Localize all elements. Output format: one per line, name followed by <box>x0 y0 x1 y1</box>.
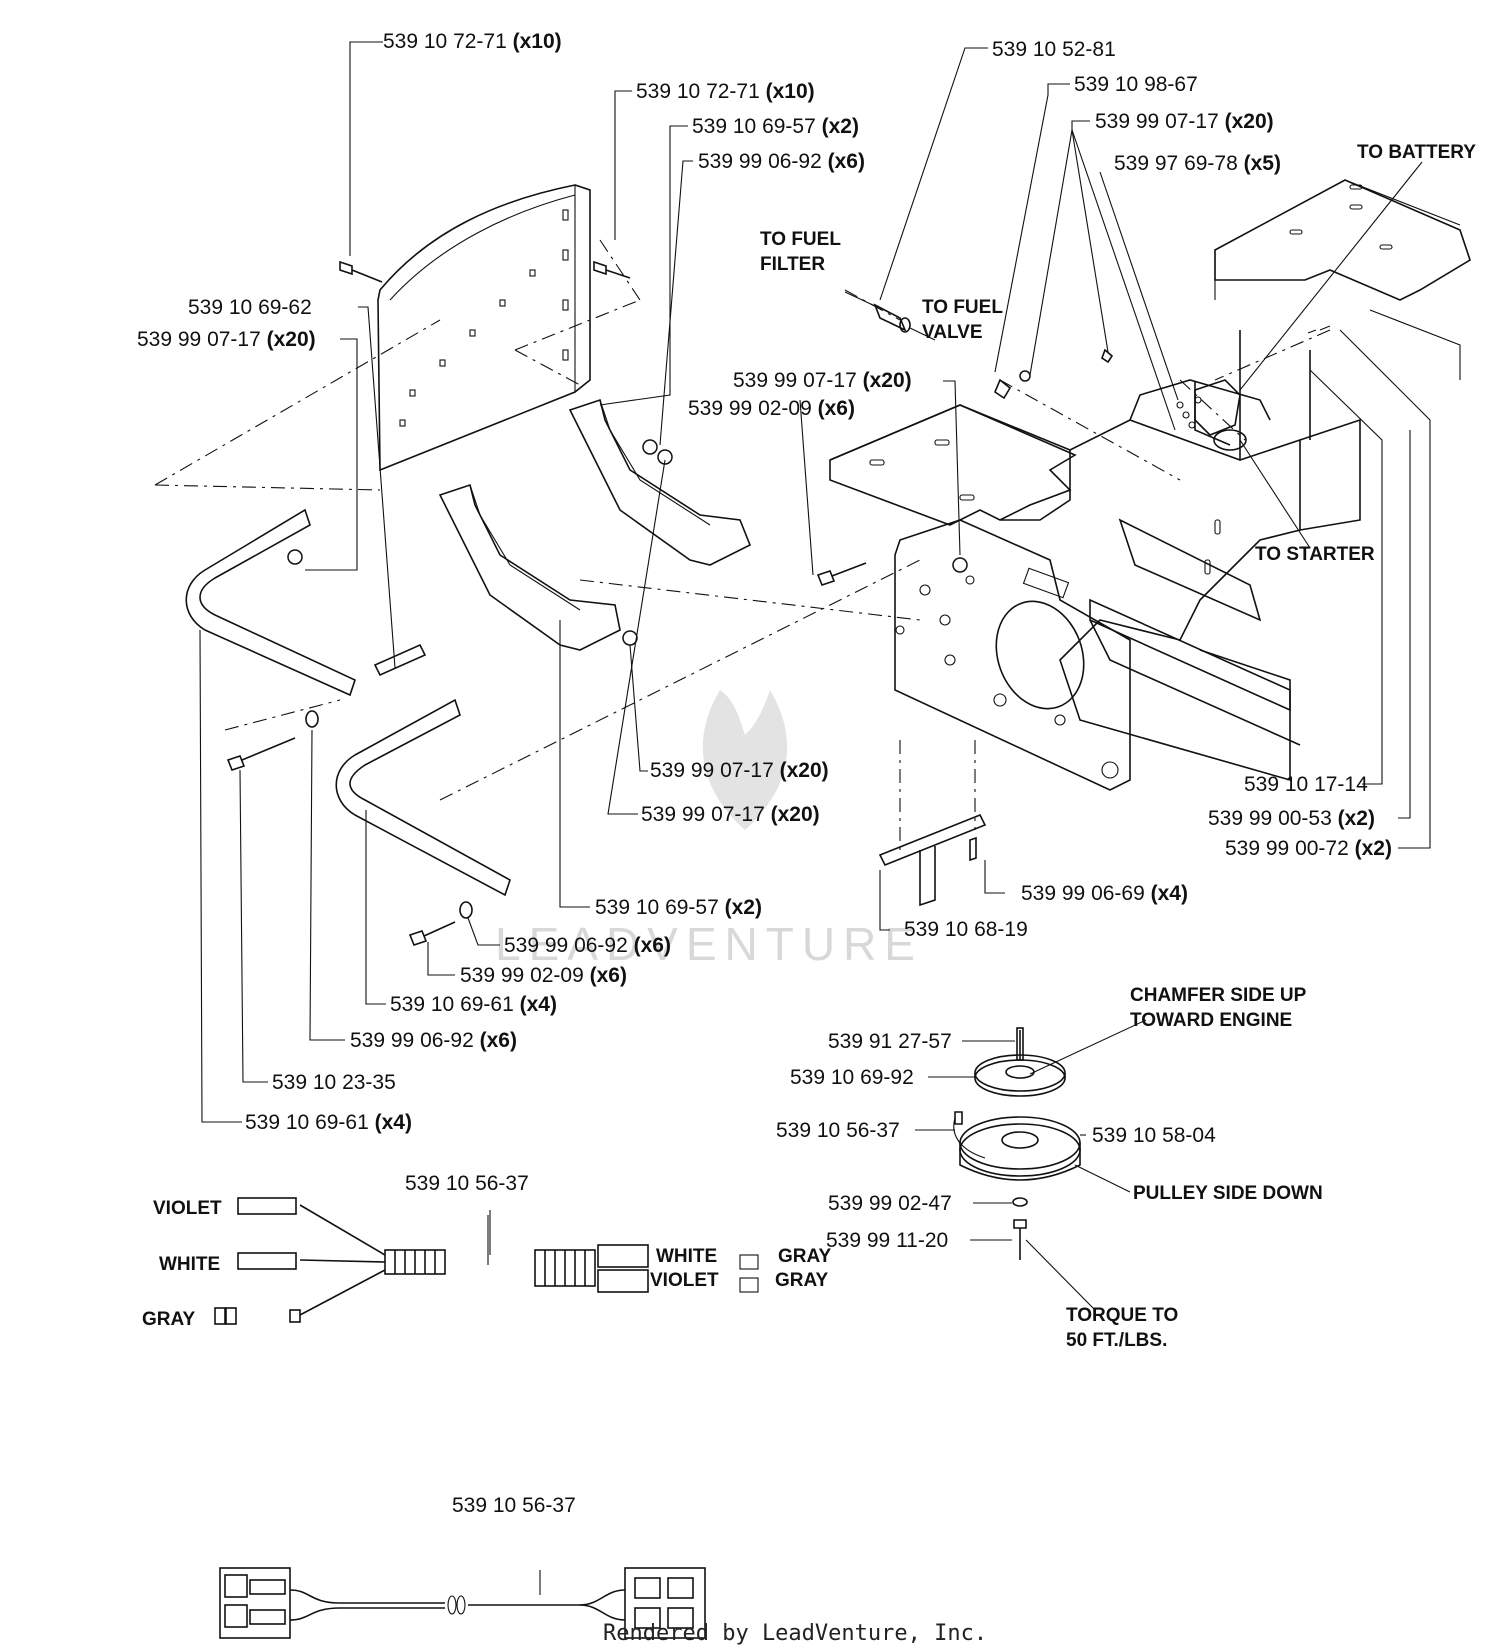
wire-label-gray: GRAY <box>142 1309 195 1330</box>
rail-lower <box>335 698 511 897</box>
callout-label: 539 99 07-17 (x20) <box>641 803 820 826</box>
flame-logo-icon <box>702 690 788 830</box>
assembly-notes: TO FUEL FILTER TO FUEL VALVE TO BATTERY … <box>760 142 1476 1351</box>
callout-label: 539 10 72-71 (x10) <box>636 80 815 103</box>
wire-label-violet: VIOLET <box>153 1198 222 1219</box>
callout-label: 539 10 56-37 <box>776 1119 900 1142</box>
side-wall <box>894 519 1131 791</box>
callout-label: 539 10 56-37 <box>452 1494 576 1517</box>
callout-label: 539 10 69-61 (x4) <box>390 993 557 1016</box>
note-to-fuel-valve: VALVE <box>922 322 983 343</box>
upper-deck <box>1214 179 1471 301</box>
callout-label: 539 91 27-57 <box>828 1030 952 1053</box>
wire-harness-bottom <box>219 1567 706 1639</box>
callout-label: 539 99 06-92 (x6) <box>350 1029 517 1052</box>
callout-label: 539 99 02-47 <box>828 1192 952 1215</box>
wire-label-violet-right: VIOLET <box>650 1270 719 1291</box>
callout-label: 539 99 07-17 (x20) <box>137 328 316 351</box>
wire-harness-middle <box>214 1197 759 1325</box>
rail-upper <box>185 508 356 697</box>
wire-label-white-right: WHITE <box>656 1246 717 1267</box>
callout-labels: 539 10 72-71 (x10) 539 10 72-71 (x10) 53… <box>137 30 1392 1517</box>
callout-label: 539 99 00-53 (x2) <box>1208 807 1375 830</box>
callout-label: 539 99 06-92 (x6) <box>698 150 865 173</box>
watermark-text: LEADVENTURE <box>495 918 923 970</box>
wire-label-gray-right: GRAY <box>775 1270 828 1291</box>
watermark: LEADVENTURE <box>495 690 923 970</box>
callout-label: 539 10 68-19 <box>904 918 1028 941</box>
callout-label: 539 10 98-67 <box>1074 73 1198 96</box>
solenoid <box>1194 379 1241 436</box>
left-assembly <box>154 184 921 946</box>
bracket-upper <box>568 398 752 566</box>
tray-plate <box>829 404 1077 526</box>
main-frame <box>829 404 1301 782</box>
note-torque: 50 FT./LBS. <box>1066 1330 1167 1351</box>
rendered-by-footer: Rendered by LeadVenture, Inc. <box>603 1621 987 1646</box>
note-to-fuel-filter: FILTER <box>760 254 825 275</box>
callout-label: 539 10 58-04 <box>1092 1124 1216 1147</box>
callout-label: 539 99 06-92 (x6) <box>504 934 671 957</box>
note-torque: TORQUE TO <box>1066 1305 1178 1326</box>
callout-label: 539 99 07-17 (x20) <box>650 759 829 782</box>
callout-label: 539 97 69-78 (x5) <box>1114 152 1281 175</box>
callout-label: 539 10 56-37 <box>405 1172 529 1195</box>
note-chamfer-side: CHAMFER SIDE UP <box>1130 985 1307 1006</box>
note-to-fuel-valve: TO FUEL <box>922 297 1003 318</box>
note-to-starter: TO STARTER <box>1255 544 1375 565</box>
callout-label: 539 10 69-57 (x2) <box>692 115 859 138</box>
engine-mount-bracket <box>878 813 987 867</box>
note-pulley-side: PULLEY SIDE DOWN <box>1133 1183 1323 1204</box>
leader-lines <box>199 41 1431 1311</box>
wire-label-gray-right: GRAY <box>778 1246 831 1267</box>
fuel-fitting <box>873 303 907 332</box>
callout-label: 539 99 07-17 (x20) <box>733 369 912 392</box>
fender-panel <box>377 184 591 472</box>
callout-label: 539 99 11-20 <box>826 1229 948 1252</box>
note-to-battery: TO BATTERY <box>1357 142 1476 163</box>
callout-label: 539 10 69-61 (x4) <box>245 1111 412 1134</box>
note-chamfer-side: TOWARD ENGINE <box>1130 1010 1292 1031</box>
callout-label: 539 10 69-62 <box>188 296 312 319</box>
cross-beam <box>1089 598 1291 712</box>
callout-label: 539 10 52-81 <box>992 38 1116 61</box>
callout-label: 539 99 06-69 (x4) <box>1021 882 1188 905</box>
callout-label: 539 10 69-92 <box>790 1066 914 1089</box>
callout-label: 539 10 23-35 <box>272 1071 396 1094</box>
frame-assembly <box>816 179 1471 907</box>
callout-label: 539 10 69-57 (x2) <box>595 896 762 919</box>
callout-label: 539 10 17-14 <box>1244 773 1368 796</box>
bracket-lower <box>438 483 621 651</box>
callout-label: 539 99 02-09 (x6) <box>460 964 627 987</box>
callout-label: 539 10 72-71 (x10) <box>383 30 562 53</box>
callout-label: 539 99 00-72 (x2) <box>1225 837 1392 860</box>
callout-label: 539 99 02-09 (x6) <box>688 397 855 420</box>
wire-label-white: WHITE <box>159 1254 220 1275</box>
note-to-fuel-filter: TO FUEL <box>760 229 841 250</box>
callout-label: 539 99 07-17 (x20) <box>1095 110 1274 133</box>
wire-color-labels: VIOLET WHITE GRAY WHITE VIOLET GRAY GRAY <box>142 1198 831 1330</box>
clutch-assembly <box>953 1027 1081 1260</box>
